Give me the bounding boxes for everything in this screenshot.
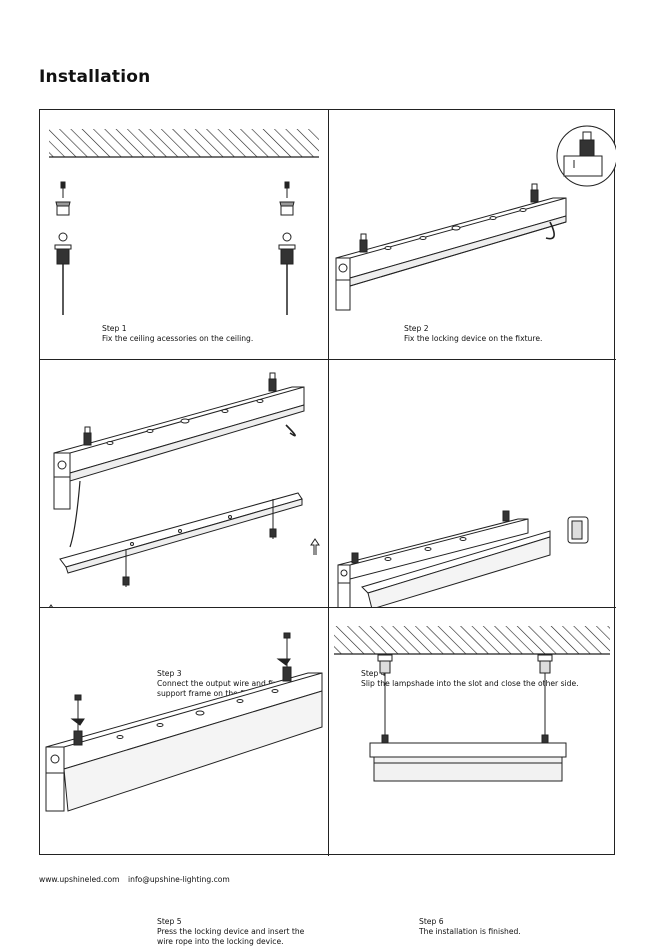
installed-fixture — [369, 742, 567, 782]
step-5-illustration — [45, 632, 323, 812]
step-label: Step 6 — [419, 917, 444, 926]
grid-divider-vertical — [328, 110, 329, 856]
footer-website: www.upshineled.com — [39, 875, 120, 884]
ceiling-hatch — [49, 129, 319, 158]
step-5-panel: Step 5 Press the locking device and inse… — [40, 607, 328, 946]
step-2-panel: Step 2 Fix the locking device on the fix… — [328, 110, 616, 359]
suspension-kit — [377, 654, 553, 744]
support-frame — [59, 492, 303, 587]
footer-email: info@upshine-lighting.com — [128, 875, 230, 884]
step-label: Step 2 — [404, 324, 429, 333]
locking-device-with-wire — [70, 632, 292, 746]
page-footer: www.upshineled.com info@upshine-lighting… — [39, 875, 236, 884]
grid-divider-row-2 — [40, 607, 616, 608]
step-description: Fix the locking device on the fixture. — [404, 334, 543, 343]
lampshade — [361, 530, 551, 607]
step-description: Connect the output wire and fix the supp… — [157, 679, 293, 698]
step-3-panel: Step 3 Connect the output wire and fix t… — [40, 359, 328, 698]
step-6-panel: Step 6 The installation is finished. — [328, 607, 616, 936]
step-description: Fix the ceiling acessories on the ceilin… — [102, 334, 254, 343]
step-5-caption: Step 5 Press the locking device and inse… — [157, 917, 317, 947]
locking-device-detail — [556, 125, 616, 187]
step-label: Step 5 — [157, 917, 182, 926]
step-1-illustration — [49, 129, 319, 315]
step-4-panel: Step 4 Slip the lampshade into the slot … — [328, 359, 616, 688]
step-3-illustration — [49, 372, 320, 607]
step-4-illustration — [337, 510, 589, 607]
end-cap — [567, 516, 589, 544]
step-2-illustration — [335, 125, 616, 311]
led-fixture — [53, 372, 305, 510]
step-1-panel: Step 1 Fix the ceiling acessories on the… — [40, 110, 328, 359]
led-fixture — [337, 510, 529, 607]
ceiling-accessory-right — [278, 181, 296, 315]
ceiling-accessory-left — [54, 181, 72, 315]
step-6-caption: Step 6 The installation is finished. — [419, 917, 609, 937]
step-6-illustration — [334, 626, 610, 782]
up-arrow-icon — [49, 538, 320, 607]
installation-steps-grid: Step 1 Fix the ceiling acessories on the… — [39, 109, 616, 946]
ceiling-hatch — [334, 626, 610, 655]
step-description: Slip the lampshade into the slot and clo… — [361, 679, 579, 688]
step-2-caption: Step 2 Fix the locking device on the fix… — [404, 324, 604, 344]
step-description: Press the locking device and insert the … — [157, 927, 305, 946]
step-3-caption: Step 3 Connect the output wire and fix t… — [157, 669, 317, 699]
led-fixture — [335, 183, 567, 311]
page-title: Installation — [39, 67, 151, 87]
led-fixture — [45, 672, 323, 812]
step-label: Step 4 — [361, 669, 386, 678]
step-4-caption: Step 4 Slip the lampshade into the slot … — [361, 669, 611, 689]
step-label: Step 3 — [157, 669, 182, 678]
step-1-caption: Step 1 Fix the ceiling acessories on the… — [102, 324, 302, 344]
output-wire — [69, 480, 81, 548]
grid-divider-row-1 — [40, 359, 616, 360]
step-label: Step 1 — [102, 324, 127, 333]
step-description: The installation is finished. — [419, 927, 521, 936]
